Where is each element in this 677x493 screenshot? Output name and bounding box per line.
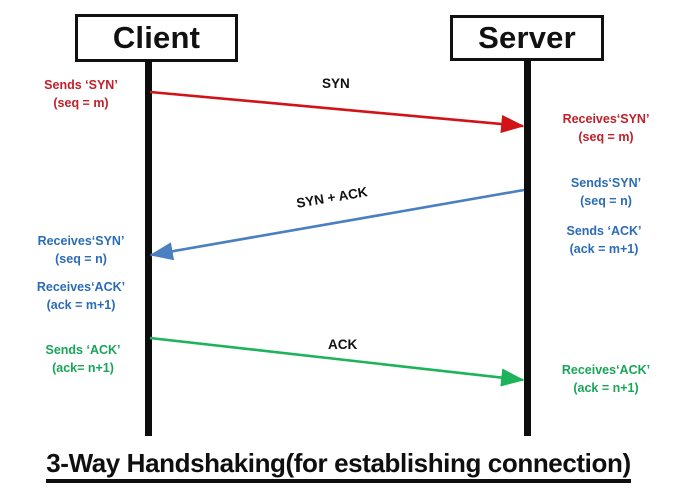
diagram-title: 3-Way Handshaking(for establishing conne… [0, 448, 677, 483]
note-line-2: (ack = n+1) [573, 381, 639, 396]
participant-label-client: Client [112, 20, 201, 55]
note-line-2: (ack = m+1) [46, 298, 116, 313]
note-line-1: Sends‘SYN’ [570, 176, 642, 190]
note-line-2: (ack = m+1) [569, 242, 639, 257]
participant-box-client: Client [75, 14, 238, 62]
note-line-2: (seq = m) [578, 130, 634, 145]
note-line-2: (seq = m) [53, 96, 109, 111]
arrow-syn [149, 90, 525, 134]
note-server-sends-syn: Sends‘SYN’ (seq = n) [544, 174, 668, 210]
note-client-sends-ack: Sends ‘ACK’ (ack= n+1) [24, 341, 142, 377]
diagram-title-text: 3-Way Handshaking(for establishing conne… [46, 448, 631, 483]
message-label-syn: SYN [322, 76, 350, 91]
participant-label-server: Server [478, 20, 576, 55]
note-server-receives-syn: Receives‘SYN’ (seq = m) [544, 110, 668, 146]
lifeline-client [145, 60, 152, 436]
note-line-1: Receives‘SYN’ [37, 234, 125, 248]
note-line-1: Sends ‘SYN’ [44, 78, 118, 92]
note-line-2: (ack= n+1) [52, 361, 114, 376]
note-line-2: (seq = n) [580, 194, 632, 209]
lifeline-server [524, 60, 531, 436]
note-line-1: Receives‘ACK’ [36, 280, 126, 294]
message-label-syn-ack: SYN + ACK [295, 184, 369, 211]
participant-box-server: Server [450, 15, 604, 61]
note-server-receives-ack: Receives‘ACK’ (ack = n+1) [542, 361, 670, 397]
note-server-sends-ack: Sends ‘ACK’ (ack = m+1) [540, 222, 668, 258]
message-label-ack: ACK [328, 337, 358, 352]
note-line-2: (seq = n) [55, 252, 107, 267]
note-client-sends-syn: Sends ‘SYN’ (seq = m) [20, 76, 142, 112]
note-line-1: Receives‘ACK’ [561, 363, 651, 377]
note-line-1: Sends ‘ACK’ [45, 343, 121, 357]
note-line-1: Receives‘SYN’ [562, 112, 650, 126]
note-client-receives-syn: Receives‘SYN’ (seq = n) [18, 232, 144, 268]
note-line-1: Sends ‘ACK’ [566, 224, 642, 238]
note-client-receives-ack: Receives‘ACK’ (ack = m+1) [18, 278, 144, 314]
